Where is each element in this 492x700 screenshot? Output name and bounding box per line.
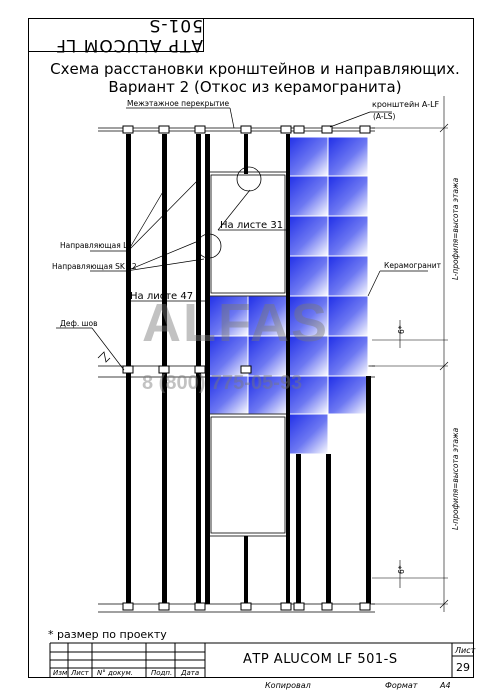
tb-header-doc: N° докум. bbox=[97, 669, 133, 677]
leader-lines bbox=[56, 107, 428, 371]
dim-bottom-label: 6* bbox=[397, 565, 406, 574]
tb-header-date: Дата bbox=[181, 669, 200, 677]
brackets-middle bbox=[122, 365, 252, 374]
dimension-lines bbox=[372, 96, 449, 612]
ceramic-tiles bbox=[207, 136, 369, 455]
floor-slab-label: Межэтажное перекрытие bbox=[127, 99, 230, 108]
dim-top-label: 6* bbox=[397, 325, 406, 334]
title-line-1: Схема расстановки кронштейнов и направля… bbox=[50, 60, 460, 78]
watermark-brand: ALFAS bbox=[142, 293, 330, 353]
tb-header-sheet: Лист bbox=[71, 669, 89, 677]
format-label: Формат bbox=[385, 681, 418, 690]
rotated-stamp: АТР ALUCOM LF 501-S bbox=[28, 15, 204, 55]
bracket-alt-label: (A-LS) bbox=[373, 112, 396, 121]
document-code: АТР ALUCOM LF 501-S bbox=[243, 652, 398, 667]
bracket-label: кронштейн A-LF bbox=[372, 100, 440, 109]
tb-header-rev: Изм. bbox=[53, 669, 70, 677]
height-top-label: L-профиля=высота этажа bbox=[451, 177, 460, 280]
brackets-top bbox=[122, 125, 371, 134]
sheet-label: Лист bbox=[455, 646, 476, 655]
def-seam-label: Деф. шов bbox=[60, 319, 98, 328]
height-bottom-label: L-профиля=высота этажа bbox=[451, 427, 460, 530]
sheet-number: 29 bbox=[456, 661, 470, 674]
detail-circle-31 bbox=[236, 166, 262, 192]
tb-header-sign: Подп. bbox=[151, 669, 173, 677]
def-seam-break bbox=[97, 351, 111, 363]
footnote: * размер по проекту bbox=[48, 628, 167, 641]
sheet31-label: На листе 31 bbox=[220, 220, 283, 231]
guide-sk-label: Направляющая SK 12 bbox=[52, 262, 137, 271]
sheet47-label: На листе 47 bbox=[130, 291, 193, 302]
watermark-phone: 8 (800) 775-05-93 bbox=[142, 372, 303, 394]
brackets-bottom bbox=[122, 602, 371, 611]
format-value: A4 bbox=[440, 681, 451, 690]
title-line-2: Вариант 2 (Откос из керамогранита) bbox=[108, 78, 402, 96]
copied-label: Копировал bbox=[265, 681, 311, 690]
detail-circle-47 bbox=[196, 233, 222, 259]
drawing-sheet bbox=[28, 18, 474, 678]
guide-lf-label: Направляющая LF bbox=[60, 241, 132, 250]
title-block-lines bbox=[49, 642, 474, 678]
ceramic-label: Керамогранит bbox=[384, 261, 442, 270]
